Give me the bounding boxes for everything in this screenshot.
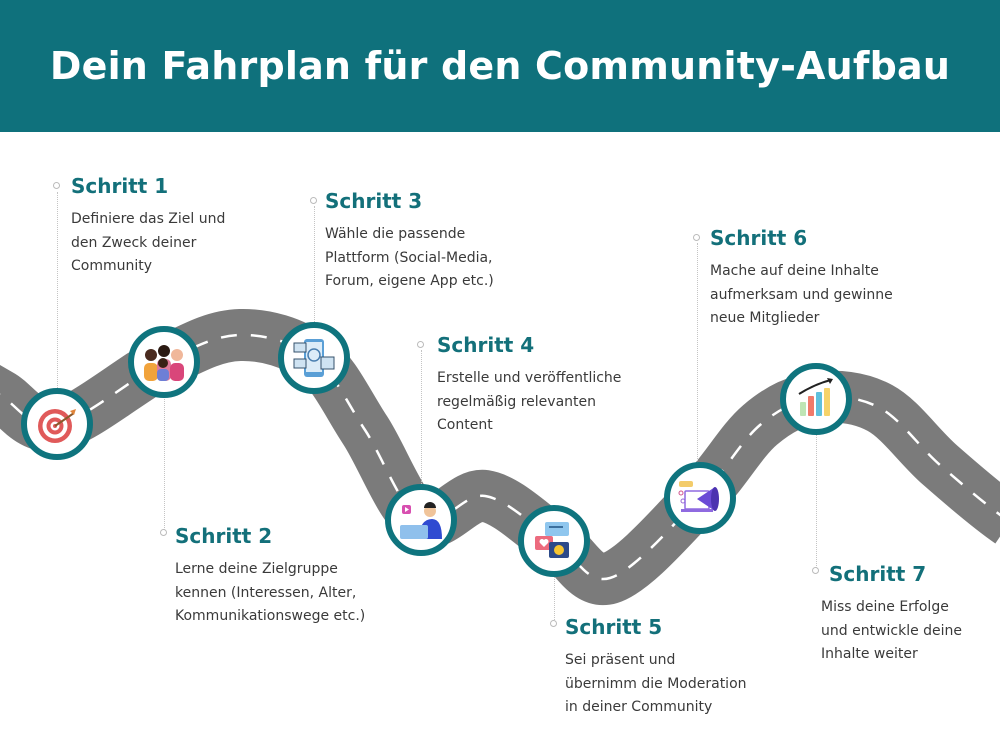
step-5-line: in deiner Community <box>565 699 713 715</box>
target-icon <box>38 409 76 443</box>
step-7-title: Schritt 7 <box>829 562 927 586</box>
step-1-text: Schritt 1 Definiere das Ziel und den Zwe… <box>71 174 225 279</box>
step-3-line: Plattform (Social-Media, <box>325 249 493 266</box>
platforms-icon <box>293 339 335 377</box>
step-4-title: Schritt 4 <box>437 333 535 357</box>
step-5-node <box>518 505 590 577</box>
connector-line-1 <box>57 192 58 392</box>
people-group-icon <box>144 345 184 381</box>
step-7-node <box>780 363 852 435</box>
step-6-line: aufmerksam und gewinne <box>710 286 893 303</box>
step-3-text: Schritt 3 Wähle die passende Plattform (… <box>325 189 494 294</box>
step-6-title: Schritt 6 <box>710 226 808 250</box>
step-4-line: regelmäßig relevanten <box>437 393 596 410</box>
step-6-line: neue Mitglieder <box>710 310 820 326</box>
connector-dot-1 <box>53 182 60 189</box>
step-5-title: Schritt 5 <box>565 615 663 639</box>
step-1-title: Schritt 1 <box>71 174 169 198</box>
connector-dot-7 <box>812 567 819 574</box>
step-4-line: Erstelle und veröffentliche <box>437 370 622 386</box>
step-5-line: übernimm die Moderation <box>565 675 747 692</box>
step-2-title: Schritt 2 <box>175 524 273 548</box>
header-banner: Dein Fahrplan für den Community-Aufbau <box>0 0 1000 132</box>
connector-dot-4 <box>417 341 424 348</box>
step-3-node <box>278 322 350 394</box>
step-5-text: Schritt 5 Sei präsent und übernimm die M… <box>565 615 747 720</box>
page-title: Dein Fahrplan für den Community-Aufbau <box>49 44 951 88</box>
growth-chart-icon <box>798 378 833 416</box>
connector-line-5 <box>554 574 555 624</box>
step-2-line: Lerne deine Zielgruppe <box>175 561 338 577</box>
step-1-line: den Zweck deiner <box>71 234 197 251</box>
step-4-line: Content <box>437 417 493 433</box>
step-2-text: Schritt 2 Lerne deine Zielgruppe kennen … <box>175 524 365 629</box>
step-6-text: Schritt 6 Mache auf deine Inhalte aufmer… <box>710 226 893 331</box>
connector-line-6 <box>697 243 698 463</box>
content-creator-icon <box>400 502 442 539</box>
connector-dot-5 <box>550 620 557 627</box>
step-7-line: und entwickle deine <box>821 622 963 639</box>
connector-dot-3 <box>310 197 317 204</box>
connector-line-4 <box>421 350 422 488</box>
step-3-title: Schritt 3 <box>325 189 423 213</box>
chat-bubbles-icon <box>535 522 569 558</box>
connector-dot-2 <box>160 529 167 536</box>
step-1-line: Community <box>71 258 153 274</box>
step-2-line: Kommunikationswege etc.) <box>175 608 366 624</box>
step-3-line: Wähle die passende <box>325 226 466 242</box>
step-7-line: Miss deine Erfolge <box>821 599 949 615</box>
connector-line-7 <box>816 432 817 570</box>
connector-line-2 <box>164 396 165 532</box>
step-2-node <box>128 326 200 398</box>
step-6-line: Mache auf deine Inhalte <box>710 263 879 279</box>
step-3-line: Forum, eigene App etc.) <box>325 273 494 289</box>
step-4-text: Schritt 4 Erstelle und veröffentliche re… <box>437 333 621 438</box>
step-6-node <box>664 462 736 534</box>
step-7-text: Schritt 7 Miss deine Erfolge und entwick… <box>821 562 962 667</box>
step-1-node <box>21 388 93 460</box>
connector-dot-6 <box>693 234 700 241</box>
step-5-line: Sei präsent und <box>565 652 676 668</box>
step-1-line: Definiere das Ziel und <box>71 211 226 227</box>
step-2-line: kennen (Interessen, Alter, <box>175 584 357 601</box>
step-4-node <box>385 484 457 556</box>
step-7-line: Inhalte weiter <box>821 646 918 662</box>
connector-line-3 <box>314 206 315 326</box>
megaphone-icon <box>678 481 719 512</box>
